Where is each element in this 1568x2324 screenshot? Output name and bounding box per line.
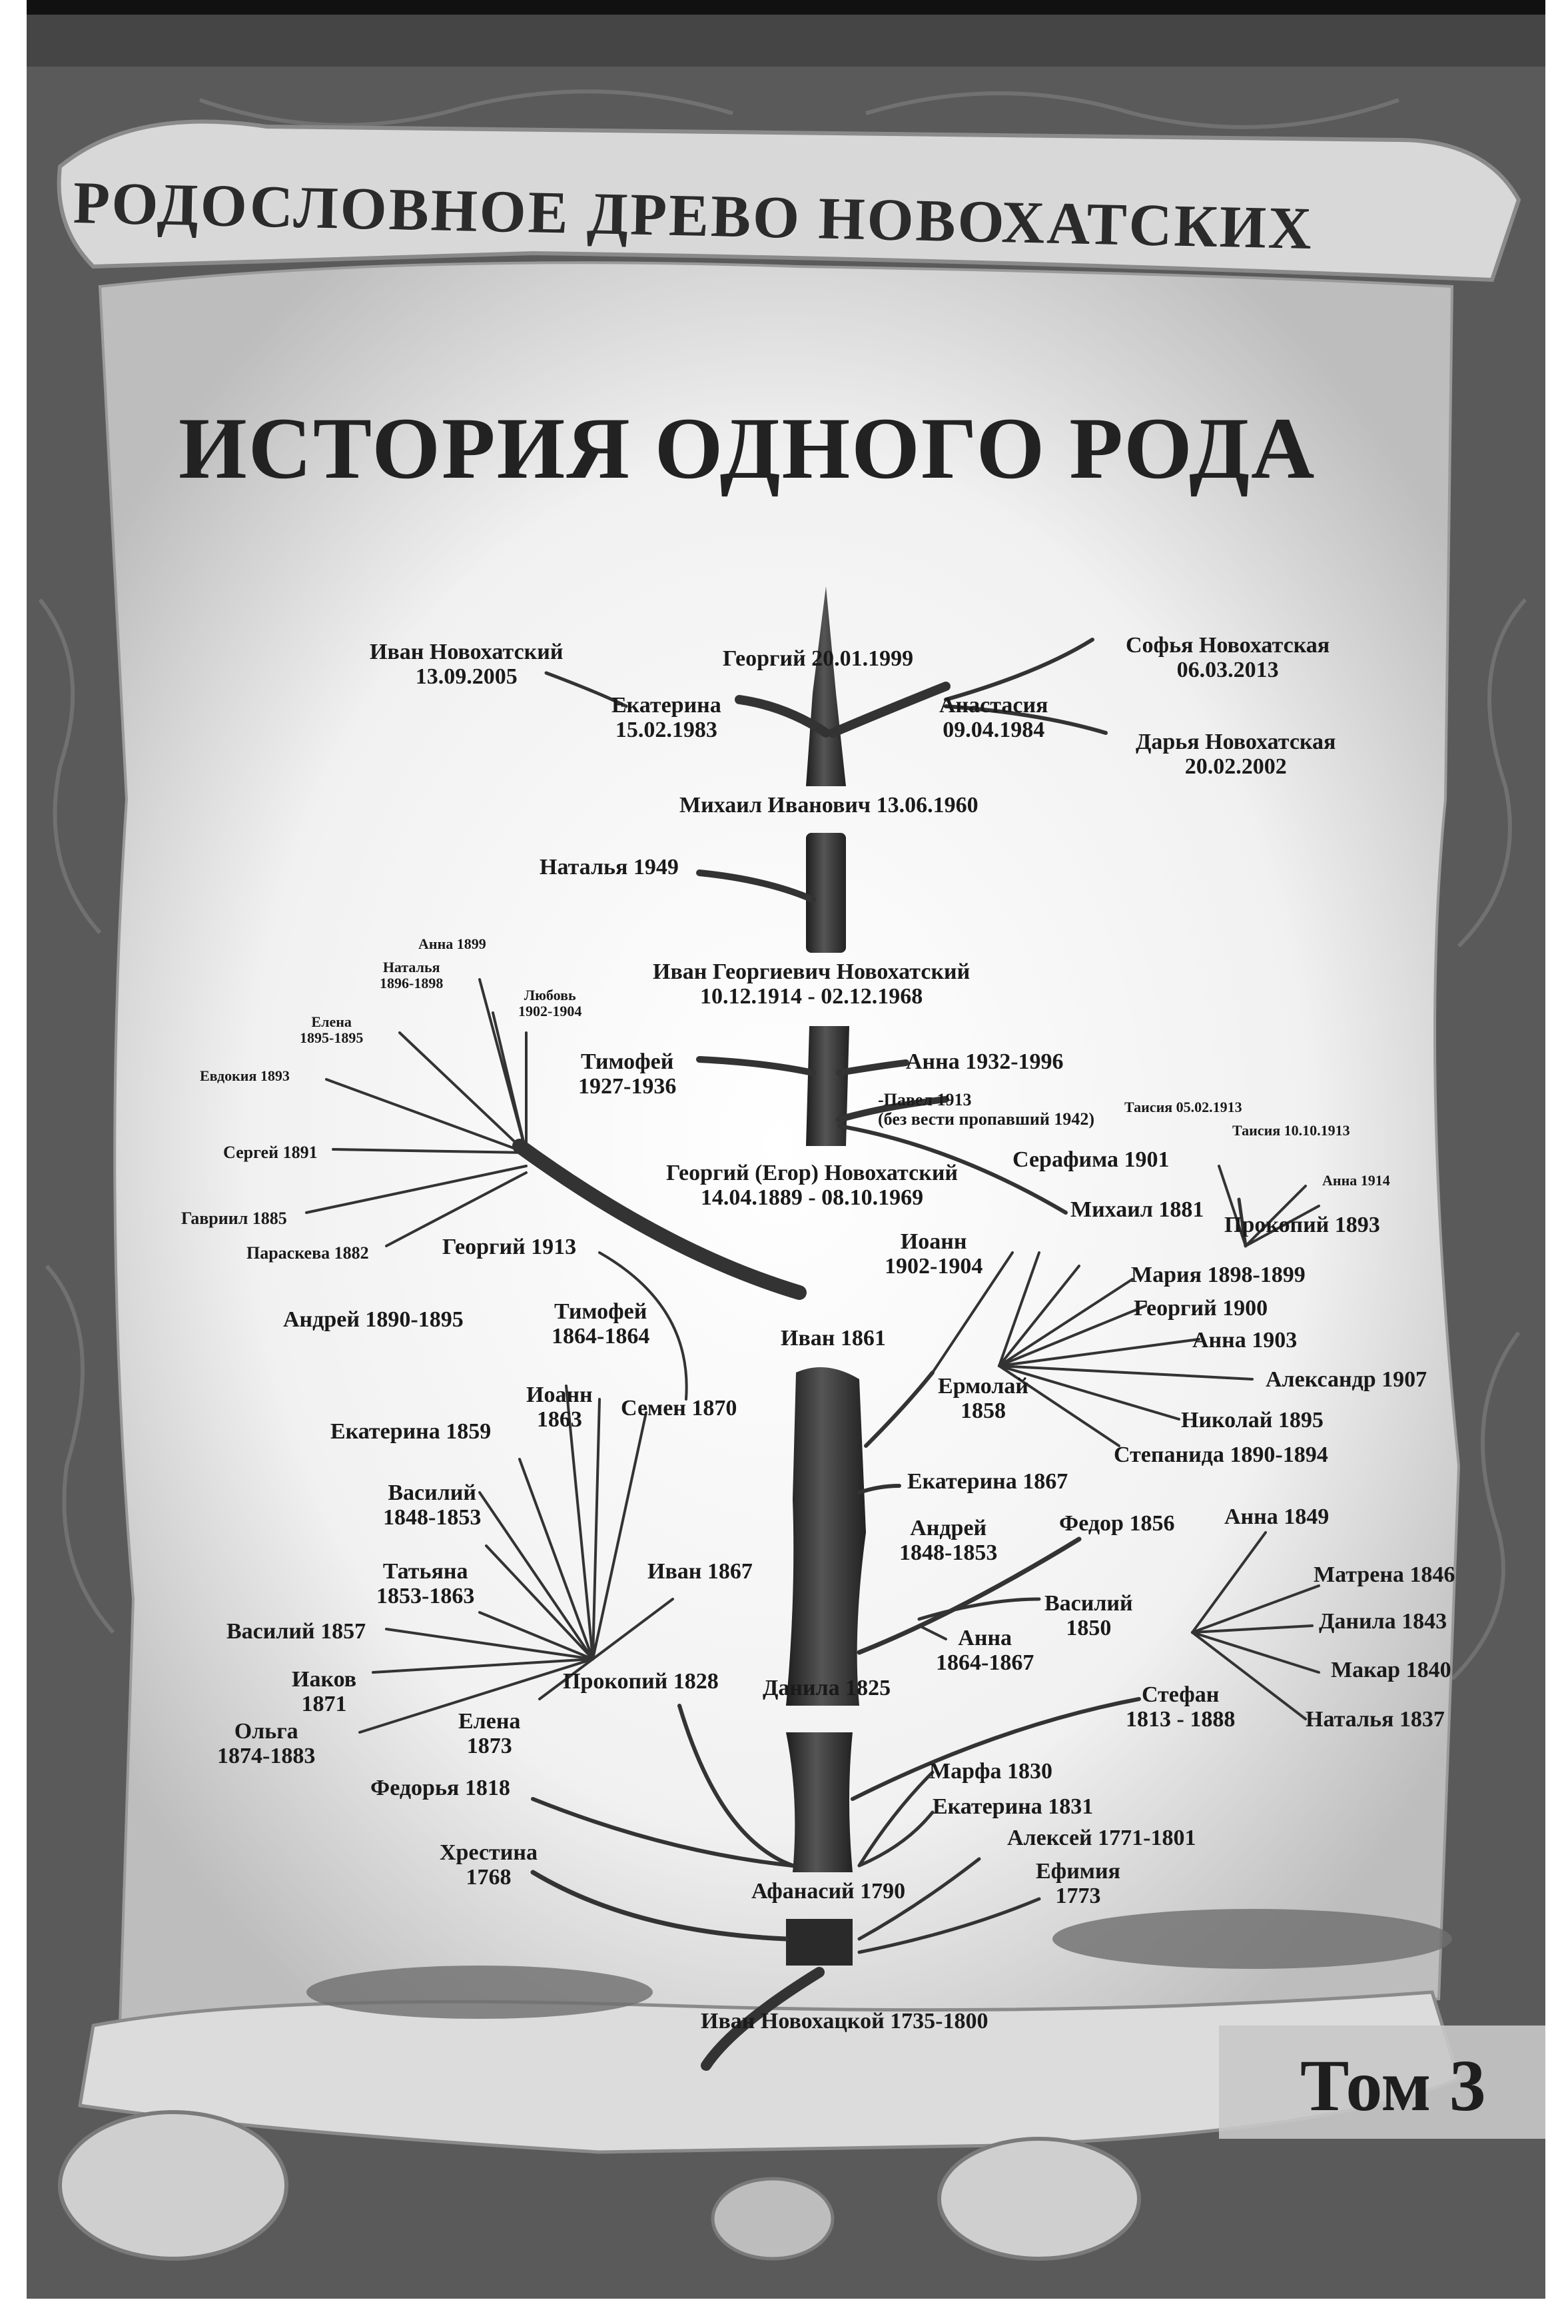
scroll-banner [57,119,1521,283]
person-label: Параскева 1882 [246,1243,369,1263]
person-label: Анна 1914 [1322,1172,1390,1189]
person-label: Георгий 1900 [1134,1296,1268,1321]
person-label: Мария 1898-1899 [1131,1263,1306,1287]
person-label: Георгий 1913 [442,1235,577,1259]
page-title: ИСТОРИЯ ОДНОГО РОДА [179,399,1316,497]
person-label: Прокопий 1893 [1224,1213,1380,1237]
person-label: Анна 1899 [418,935,486,952]
person-label: Федорья 1818 [370,1776,510,1800]
person-label: Наталья 1837 [1306,1707,1445,1732]
parchment [98,261,1461,2028]
person-label: Анна 1903 [1192,1328,1298,1353]
person-label: Серафима 1901 [1012,1147,1170,1172]
person-label: Екатерина 1831 [933,1794,1094,1819]
person-label: -Павел 1913(без вести пропавший 1942) [878,1090,1095,1129]
person-label: Иван 1861 [781,1326,886,1351]
person-label: Таисия 10.10.1913 [1232,1122,1350,1139]
tree-branches [305,638,1320,2071]
person-label: Екатерина 1859 [330,1419,492,1444]
person-label: Данила 1843 [1319,1609,1447,1634]
person-label: Сергей 1891 [223,1143,318,1162]
foliage [306,1909,1452,2019]
person-label: Наталья 1949 [540,855,679,879]
person-label: Матрена 1846 [1314,1562,1455,1587]
person-label: Алексей 1771-1801 [1007,1826,1196,1850]
vine-ornaments [38,89,1527,1681]
person-label: Михаил 1881 [1070,1197,1204,1222]
person-label: Екатерина 1867 [907,1469,1068,1494]
volume-panel [1219,2026,1545,2139]
person-label: Николай 1895 [1181,1408,1324,1433]
person-label: Семен 1870 [621,1396,737,1421]
person-label: Степанида 1890-1894 [1114,1443,1328,1467]
person-label: Таисия 05.02.1913 [1124,1099,1242,1115]
person-label: Василий 1857 [226,1619,366,1644]
person-label: Михаил Иванович 13.06.1960 [679,793,979,818]
tree-trunk [786,586,866,1966]
person-label: Макар 1840 [1331,1658,1451,1682]
person-label: Данила 1825 [763,1676,891,1700]
person-label: Гавриил 1885 [181,1209,287,1228]
volume-label: Том 3 [1300,2045,1486,2126]
person-label: Иван 1867 [647,1559,753,1584]
person-label: Евдокия 1893 [200,1067,290,1084]
person-label: Георгий 20.01.1999 [723,646,914,671]
person-label: Прокопий 1828 [563,1669,719,1694]
person-label: Александр 1907 [1266,1367,1427,1392]
person-label: Афанасий 1790 [751,1879,906,1904]
person-label: Иван Новохацкой 1735-1800 [701,2009,988,2034]
person-label: Анна 1932-1996 [906,1049,1064,1074]
person-label: Марфа 1830 [929,1759,1053,1784]
person-label: Анна 1849 [1224,1504,1330,1529]
person-label: Федор 1856 [1059,1511,1175,1536]
person-label: Андрей 1890-1895 [283,1307,464,1332]
